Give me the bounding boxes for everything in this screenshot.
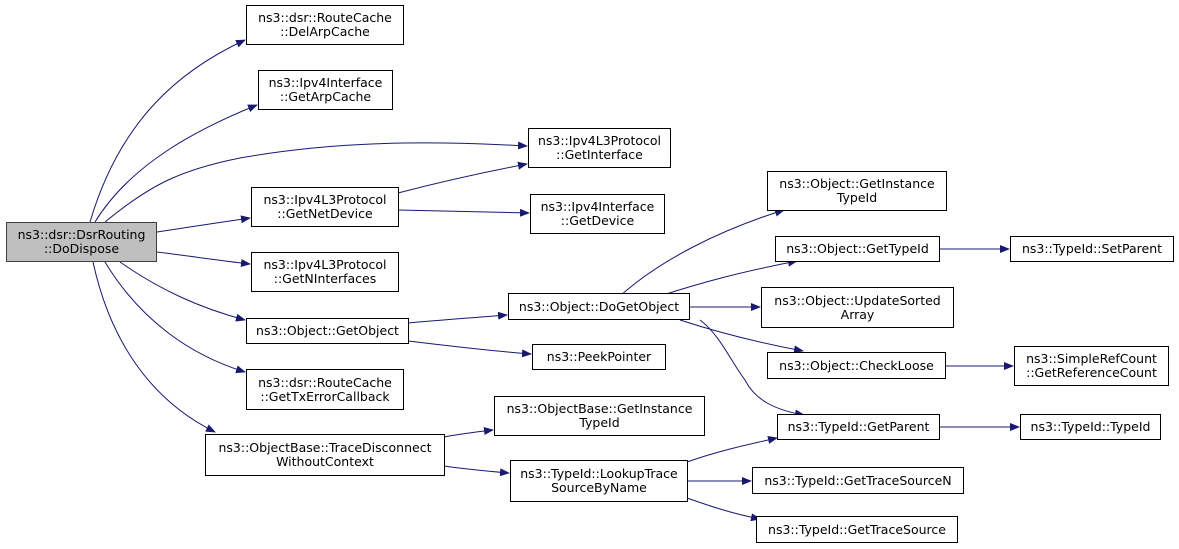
node-label-line: ::DelArpCache bbox=[280, 24, 370, 39]
edge-root-objGetObject bbox=[119, 261, 246, 322]
node-routecache-delarpcache[interactable]: ns3::dsr::RouteCache ::DelArpCache bbox=[246, 5, 404, 45]
edge-objDoGetObject-objGetInstanceTypeId bbox=[619, 208, 785, 297]
node-label-line: ns3::TypeId::SetParent bbox=[1021, 241, 1163, 256]
node-label-line: ns3::Ipv4L3Protocol bbox=[263, 192, 387, 207]
node-label-line: ns3::Object::GetTypeId bbox=[786, 241, 929, 256]
edge-l3GetNetDevice-l3GetInterface bbox=[397, 161, 528, 194]
node-label-line: ns3::dsr::DsrRouting bbox=[17, 227, 146, 242]
node-label-line: ns3::Ipv4Interface bbox=[268, 75, 383, 90]
node-label-line: ns3::Ipv4L3Protocol bbox=[537, 133, 662, 148]
node-label-line: WithoutContext bbox=[276, 454, 374, 469]
edge-root-delArp bbox=[89, 39, 246, 223]
node-label-line: ns3::TypeId::GetTraceSource bbox=[768, 521, 946, 537]
node-ipv4l3protocol-getnetdevice[interactable]: ns3::Ipv4L3Protocol ::GetNetDevice bbox=[251, 187, 399, 227]
node-label-line: Array bbox=[840, 306, 875, 322]
node-label-line: ns3::SimpleRefCount bbox=[1026, 351, 1157, 366]
node-ipv4l3protocol-getinterface[interactable]: ns3::Ipv4L3Protocol ::GetInterface bbox=[528, 128, 671, 168]
edge-lookupTrace-getParent bbox=[686, 436, 778, 463]
node-label-line: ns3::ObjectBase::TraceDisconnect bbox=[218, 440, 432, 455]
node-ipv4interface-getdevice[interactable]: ns3::Ipv4Interface ::GetDevice bbox=[530, 194, 665, 234]
node-label-line: ns3::Object::DoGetObject bbox=[518, 298, 680, 314]
node-label-line: ns3::Object::GetObject bbox=[256, 323, 399, 338]
edge-objDoGetObject-getParent bbox=[699, 319, 805, 418]
node-label-line: ns3::Object::CheckLoose bbox=[779, 357, 934, 373]
node-object-gettypeid[interactable]: ns3::Object::GetTypeId bbox=[775, 236, 940, 262]
node-typeid-typeid[interactable]: ns3::TypeId::TypeId bbox=[1020, 414, 1161, 440]
edge-root-l3GetNetDevice bbox=[156, 215, 251, 233]
node-typeid-gettracesource[interactable]: ns3::TypeId::GetTraceSource bbox=[756, 516, 958, 543]
edge-objDoGetObject-objGetTypeId bbox=[659, 258, 798, 297]
node-label-line: ::DoDispose bbox=[43, 241, 120, 256]
edge-root-ipv4ifGetArp bbox=[94, 104, 258, 223]
node-label-line: SourceByName bbox=[551, 480, 647, 495]
node-label-line: ::GetNetDevice bbox=[277, 206, 373, 221]
node-typeid-getparent[interactable]: ns3::TypeId::GetParent bbox=[777, 414, 940, 440]
node-typeid-gettracesourcen[interactable]: ns3::TypeId::GetTraceSourceN bbox=[752, 467, 964, 494]
node-object-dogetobject[interactable]: ns3::Object::DoGetObject bbox=[508, 293, 690, 320]
node-simplerefcount-getreferencecount[interactable]: ns3::SimpleRefCount ::GetReferenceCount bbox=[1014, 346, 1169, 386]
node-label-line: ns3::Ipv4L3Protocol bbox=[263, 257, 387, 272]
node-label-line: ns3::PeekPointer bbox=[546, 349, 652, 364]
edge-l3GetNetDevice-ipv4ifGetDevice bbox=[397, 208, 530, 217]
node-peekpointer[interactable]: ns3::PeekPointer bbox=[532, 344, 666, 370]
node-ipv4l3protocol-getninterfaces[interactable]: ns3::Ipv4L3Protocol ::GetNInterfaces bbox=[251, 252, 399, 292]
node-label-line: ::GetTxErrorCallback bbox=[260, 388, 390, 404]
node-label-line: ns3::TypeId::TypeId bbox=[1030, 419, 1151, 434]
node-routecache-gettxerrorcallback[interactable]: ns3::dsr::RouteCache ::GetTxErrorCallbac… bbox=[246, 369, 404, 410]
node-typeid-setparent[interactable]: ns3::TypeId::SetParent bbox=[1010, 236, 1174, 262]
node-label-line: ns3::ObjectBase::GetInstance bbox=[506, 401, 693, 416]
node-label-line: ::GetInterface bbox=[556, 147, 643, 162]
node-object-getobject[interactable]: ns3::Object::GetObject bbox=[246, 318, 409, 344]
edge-objGetObject-objDoGetObject bbox=[407, 311, 508, 324]
node-label-line: ns3::TypeId::LookupTrace bbox=[520, 466, 678, 481]
node-objectbase-getinstancetypeid[interactable]: ns3::ObjectBase::GetInstance TypeId bbox=[494, 396, 705, 436]
node-typeid-lookuptracesourcebyname[interactable]: ns3::TypeId::LookupTrace SourceByName bbox=[510, 460, 688, 502]
node-dsrrouting-dodispose[interactable]: ns3::dsr::DsrRouting ::DoDispose bbox=[6, 222, 157, 262]
edge-traceDisconnect-lookupTrace bbox=[443, 465, 510, 477]
edge-objDoGetObject-checkLoose bbox=[679, 319, 804, 354]
node-label-line: ns3::Object::UpdateSorted bbox=[774, 292, 941, 308]
node-label-line: ::GetDevice bbox=[560, 213, 635, 228]
edge-lookupTrace-getTraceSource bbox=[686, 497, 761, 522]
node-label-line: ns3::dsr::RouteCache bbox=[258, 374, 392, 390]
node-label-line: ns3::TypeId::GetParent bbox=[787, 419, 930, 434]
node-label-line: ns3::Ipv4Interface bbox=[540, 199, 655, 214]
node-label-line: ns3::Object::GetInstance bbox=[779, 176, 935, 191]
node-ipv4interface-getarpcache[interactable]: ns3::Ipv4Interface ::GetArpCache bbox=[258, 70, 393, 110]
node-label-line: ns3::dsr::RouteCache bbox=[258, 10, 392, 25]
node-label-line: TypeId bbox=[836, 190, 878, 205]
edge-root-traceDisconnect bbox=[92, 261, 216, 433]
edge-objGetObject-peekPointer bbox=[407, 340, 532, 358]
node-label-line: ::GetArpCache bbox=[279, 89, 372, 104]
edge-root-l3GetInterface bbox=[104, 141, 528, 223]
node-object-updatesortedarray[interactable]: ns3::Object::UpdateSorted Array bbox=[761, 287, 954, 328]
edge-traceDisconnect-obGetInstanceTypeId bbox=[443, 427, 494, 438]
node-objectbase-tracedisconnectwithoutcontext[interactable]: ns3::ObjectBase::TraceDisconnect Without… bbox=[205, 434, 445, 476]
node-label-line: ::GetReferenceCount bbox=[1026, 365, 1157, 380]
node-label-line: ::GetNInterfaces bbox=[273, 271, 377, 286]
edge-root-getTxErr bbox=[104, 261, 246, 374]
edge-root-l3GetNInterfaces bbox=[156, 251, 251, 267]
node-object-getinstancetypeid[interactable]: ns3::Object::GetInstance TypeId bbox=[767, 171, 947, 211]
node-label-line: ns3::TypeId::GetTraceSourceN bbox=[764, 472, 952, 488]
node-label-line: TypeId bbox=[579, 415, 620, 430]
node-object-checkloose[interactable]: ns3::Object::CheckLoose bbox=[767, 352, 946, 379]
